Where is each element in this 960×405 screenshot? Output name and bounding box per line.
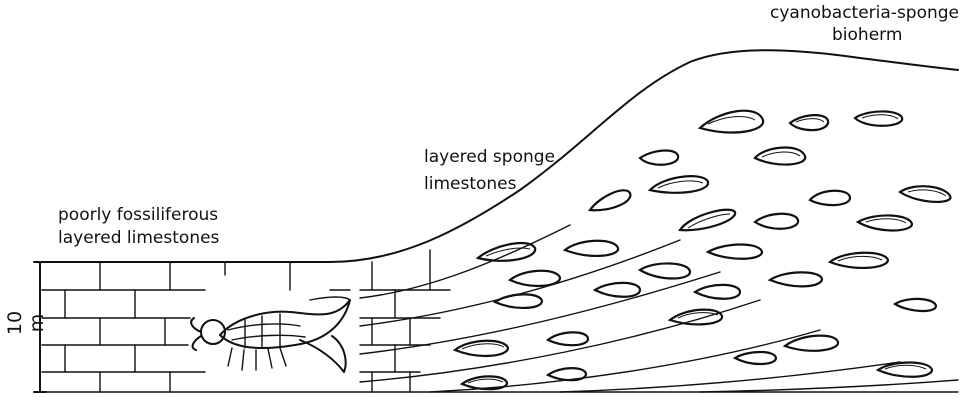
sponge-mound [510,271,560,286]
sponge-mound [790,115,828,130]
sponge-mound [495,294,542,308]
sponge-layer-lines [360,225,958,392]
sponge-label-line1: layered sponge [424,147,555,168]
sponge-mound [755,148,805,165]
sponge-mound [595,283,640,297]
sponge-mound [548,368,586,380]
brick-limestone-pattern [42,262,350,392]
arthropod-fossil-illustration [191,297,350,372]
sponge-mound [462,376,507,389]
sponge-label-line2: limestones [424,174,516,195]
bioherm-label-line2: bioherm [832,25,902,46]
sponge-mound [708,245,762,259]
sponge-mound [590,190,630,210]
poor-label-line2: layered limestones [58,228,219,249]
sponge-mound [700,111,763,133]
sponge-mound [770,272,822,286]
sponge-mound [830,253,888,268]
sponge-mound [455,341,508,356]
scale-label: 10 m [4,303,28,343]
sponge-mound [640,263,690,278]
poor-label-line1: poorly fossiliferous [58,205,218,226]
bioherm-label-line1: cyanobacteria-sponge [770,3,959,24]
sponge-mound [858,215,912,230]
sponge-mound [755,214,798,229]
sponge-mound [670,310,722,325]
sponge-mound [810,191,850,205]
sponge-mound [680,210,735,231]
sponge-mound [895,299,936,311]
sponge-mound [650,176,708,193]
sponge-mound [735,352,776,364]
sponge-mound [900,186,950,202]
brick-limestone-pattern-right [360,250,450,392]
sponge-mound [695,285,740,299]
sponge-mound [548,332,588,345]
sponge-mound [565,241,618,256]
sponge-mound [855,111,902,125]
sponge-mound [640,151,678,165]
